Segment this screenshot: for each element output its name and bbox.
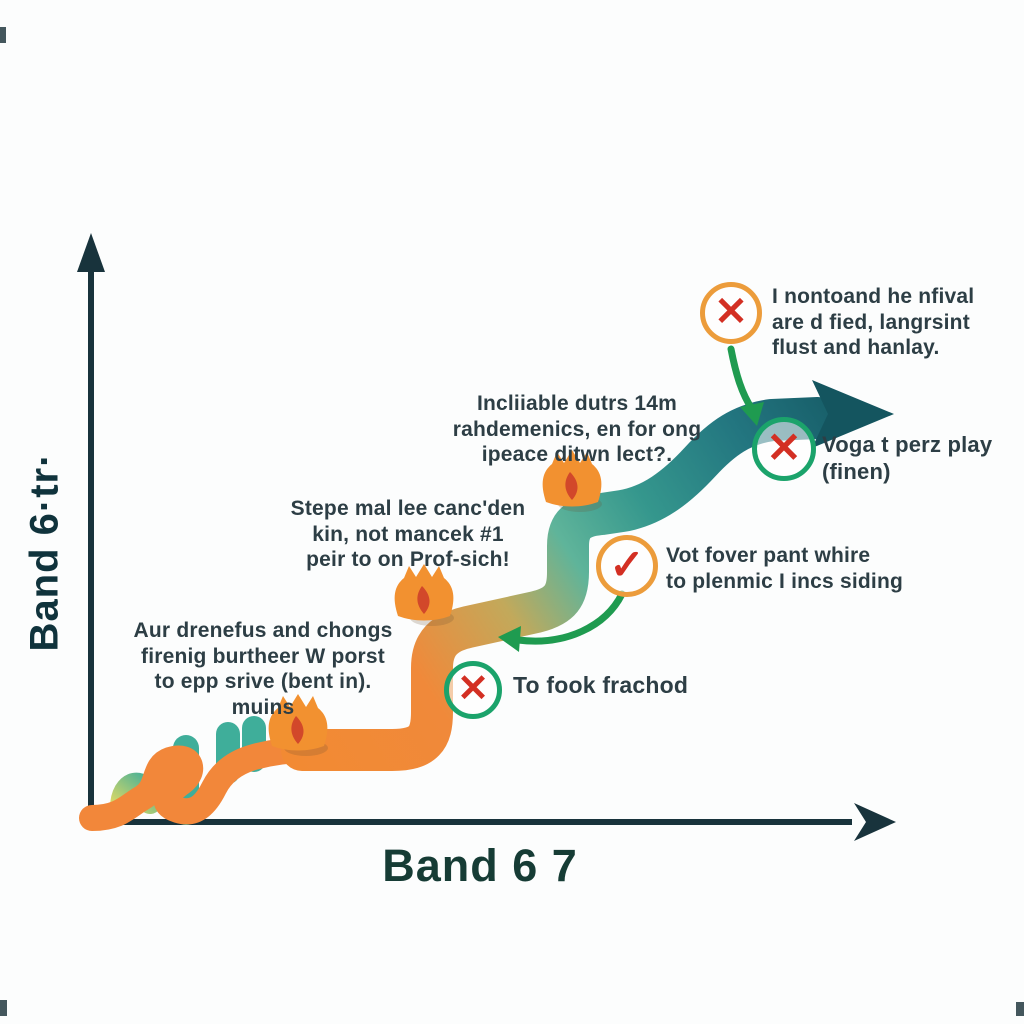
axes xyxy=(77,233,896,841)
note-voga: Voga t perz play (finen) xyxy=(822,432,993,484)
edge-artifact xyxy=(0,1000,7,1016)
note-aur: Aur drenefus and chongs firenig burtheer… xyxy=(133,619,393,719)
x-mark-icon: ✕ xyxy=(714,290,748,334)
green-arrowhead-icon xyxy=(740,402,764,426)
flame-crown-icon xyxy=(542,450,602,512)
curved-green-arrow-icon xyxy=(514,590,626,645)
path-arrowhead-icon xyxy=(812,380,894,448)
note-fook: To fook frachod xyxy=(513,672,689,698)
check-mark-icon: ✓ xyxy=(609,541,645,588)
x-axis-arrow-icon xyxy=(854,803,896,841)
tangle-orange-loop xyxy=(79,737,319,831)
note-vot: Vot fover pant whire to plenmic I incs s… xyxy=(666,544,903,593)
progression-path xyxy=(281,397,839,771)
x-mark-icon: ✕ xyxy=(766,424,802,471)
x-mark-icon: ✕ xyxy=(457,668,489,710)
edge-artifact xyxy=(1016,1002,1024,1016)
note-top-right: I nontoand he nfival are d fied, langrsi… xyxy=(772,285,975,360)
y-axis-label: Band 6·tr· xyxy=(22,452,67,652)
x-axis-label: Band 6 7 xyxy=(382,840,578,891)
note-incliiable: Incliiable dutrs 14m rahdemenics, en for… xyxy=(452,392,702,467)
milestone-icons xyxy=(268,450,602,756)
flame-crown-icon xyxy=(394,564,454,626)
curved-green-arrow-icon xyxy=(727,345,756,413)
x-badge-voga: ✕ xyxy=(752,417,816,481)
path-tangle xyxy=(79,716,319,831)
flame-crown-icon xyxy=(268,694,328,756)
note-stepe: Stepe mal lee canc'den kin, not mancek #… xyxy=(290,497,526,572)
edge-artifact xyxy=(0,27,6,43)
x-badge-fook: ✕ xyxy=(444,661,502,719)
guide-arrows xyxy=(498,345,764,652)
green-arrowhead-icon xyxy=(498,626,521,652)
x-badge-top-right: ✕ xyxy=(700,282,762,344)
y-axis-arrow-icon xyxy=(77,233,105,272)
check-badge-vot: ✓ xyxy=(596,535,658,597)
